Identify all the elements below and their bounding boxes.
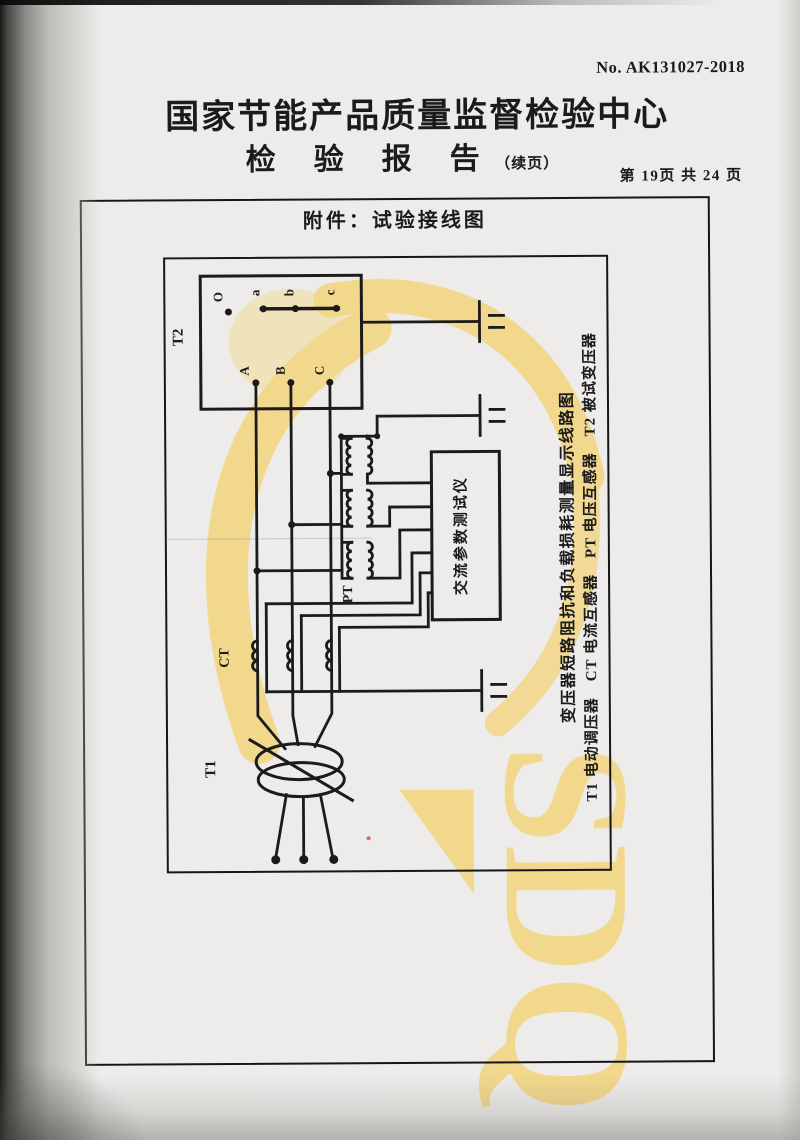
variac-coil-2 — [256, 761, 346, 799]
terminal-B-label: B — [273, 366, 288, 375]
junction-dots — [224, 304, 381, 865]
ct-secondaries — [264, 602, 342, 694]
tester-label: 交流参数测试仪 — [451, 476, 470, 595]
terminal-o-label: O — [210, 292, 225, 302]
variac-coil-1 — [254, 742, 344, 782]
variac-arrow — [247, 737, 355, 803]
circuit-wires — [198, 273, 508, 860]
terminal-c-label: c — [322, 289, 337, 295]
pt3-coils — [345, 540, 374, 580]
pt2-coils — [345, 488, 374, 528]
t1-output-lines — [274, 792, 335, 860]
phase-a-line — [254, 385, 288, 751]
terminal-C-label: C — [312, 366, 327, 375]
watermark-wedge — [399, 789, 474, 894]
watermark-swoosh-3 — [484, 465, 600, 737]
t2-label: T2 — [171, 329, 187, 347]
watermark-letters: SDQ — [467, 743, 668, 1114]
pt-to-tester-wires — [366, 472, 434, 580]
ground-2 — [375, 394, 506, 438]
ct-to-tester-wires — [264, 551, 434, 629]
watermark-blob — [228, 288, 353, 397]
t1-label: T1 — [203, 760, 219, 778]
phase-c-line — [313, 385, 334, 749]
phase-b-line — [289, 385, 300, 747]
diagram-labels: T2 O a b c A B C PT CT T1 交流参数测试仪 — [171, 289, 471, 778]
terminal-a-label: a — [247, 289, 262, 296]
ct2-coil — [286, 639, 295, 673]
ground-3 — [265, 669, 508, 712]
watermark: SDQ — [205, 279, 668, 1115]
watermark-swoosh-2 — [313, 279, 605, 494]
terminal-b-label: b — [281, 289, 296, 296]
ct1-coil — [251, 639, 260, 673]
pt-label: PT — [341, 585, 356, 604]
tester-box — [429, 449, 502, 622]
t2-box — [198, 273, 364, 411]
ground-1 — [360, 300, 505, 343]
terminal-A-label: A — [237, 366, 252, 376]
watermark-swoosh-1 — [205, 307, 392, 764]
scan-crease — [165, 537, 372, 540]
scan-speck — [366, 836, 371, 841]
ct3-coil — [325, 639, 334, 672]
pt1-coils — [345, 436, 374, 476]
ct-label: CT — [217, 648, 232, 668]
